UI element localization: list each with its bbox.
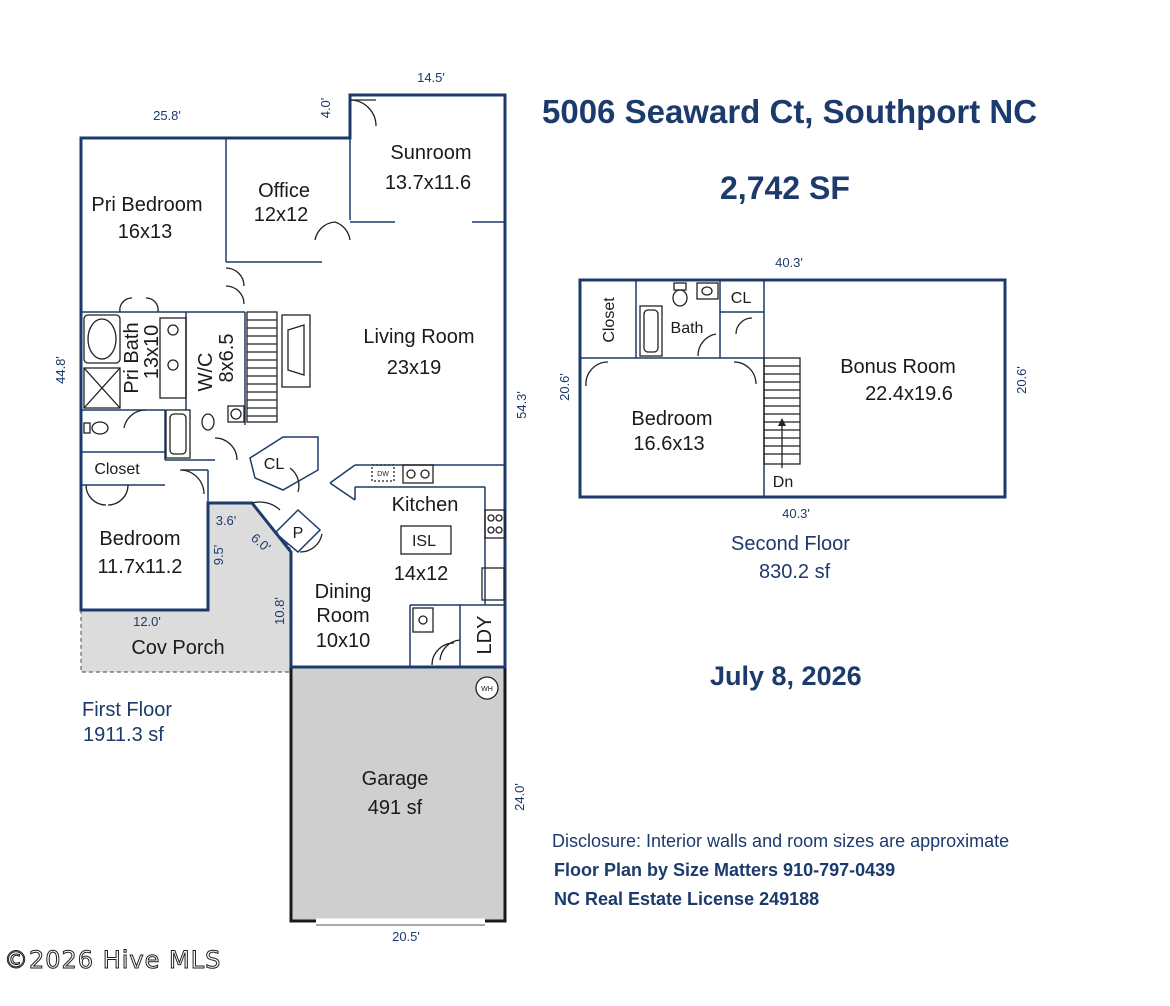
- office-size: 12x12: [254, 204, 309, 226]
- sunroom-label: Sunroom: [390, 142, 471, 164]
- stairs-first-floor: [246, 311, 278, 423]
- dim-top-right: 14.5': [417, 70, 445, 85]
- porch-area: [80, 502, 291, 673]
- kitchen-label: Kitchen: [392, 494, 459, 516]
- company-text: Floor Plan by Size Matters 910-797-0439: [554, 860, 896, 880]
- dim-garage-depth: 24.0': [512, 783, 527, 811]
- stairs-second-floor: [763, 357, 801, 468]
- second-floor-outline: [578, 278, 1007, 499]
- garage-area: [289, 665, 507, 923]
- pri-bedroom-size: 16x13: [118, 221, 173, 243]
- water-heater-icon: [475, 676, 499, 700]
- dim-porch-depth: 10.8': [272, 597, 287, 625]
- dim-upper-left: 20.6': [557, 373, 572, 401]
- pri-bath-label: Pri Bath: [121, 322, 143, 393]
- first-floor-label: First Floor: [82, 699, 172, 721]
- garage-size: 491 sf: [368, 797, 423, 819]
- sunroom-size: 13.7x11.6: [385, 172, 471, 194]
- license-text: NC Real Estate License 249188: [554, 889, 820, 909]
- dim-porch-c: 9.5': [211, 545, 226, 566]
- dim-right: 54.3': [514, 391, 529, 419]
- address-title: 5006 Seaward Ct, Southport NC: [542, 93, 1038, 130]
- dim-notch: 4.0': [318, 98, 333, 119]
- dim-left: 44.8': [53, 356, 68, 384]
- dim-upper-bottom: 40.3': [782, 506, 810, 521]
- living-room-label: Living Room: [363, 326, 474, 348]
- upstairs-bedroom-size: 16.6x13: [633, 433, 704, 455]
- bath-fixtures: [83, 314, 245, 459]
- laundry-label: LDY: [474, 616, 496, 655]
- porch-label: Cov Porch: [131, 637, 224, 659]
- first-floor-area: 1911.3 sf: [83, 724, 164, 746]
- bedroom-label: Bedroom: [99, 528, 180, 550]
- upstairs-cl-label: CL: [731, 290, 752, 307]
- second-floor-fixtures: [585, 282, 757, 387]
- second-floor-area: 830.2 sf: [759, 561, 831, 583]
- mls-watermark: ©2026 Hive MLS: [3, 946, 222, 975]
- door-swings: [85, 99, 461, 666]
- dim-upper-top: 40.3': [775, 255, 803, 270]
- upstairs-bath-label: Bath: [671, 320, 704, 337]
- upstairs-bedroom-label: Bedroom: [631, 408, 712, 430]
- first-floor-outline: [79, 93, 507, 669]
- kitchen-fixtures: [371, 464, 506, 633]
- island-label: ISL: [412, 533, 436, 550]
- bonus-room-label: Bonus Room: [840, 356, 956, 378]
- pri-bedroom-label: Pri Bedroom: [91, 194, 202, 216]
- stairs-down-label: Dn: [773, 474, 793, 491]
- dining-size: 10x10: [316, 630, 371, 652]
- fireplace: [281, 314, 311, 388]
- living-room-size: 23x19: [387, 357, 442, 379]
- dining-label: Dining: [315, 581, 372, 603]
- kitchen-size: 14x12: [394, 563, 449, 585]
- dining-label-2: Room: [316, 605, 369, 627]
- wic-size: 8x6.5: [216, 334, 238, 383]
- closet-label: Closet: [94, 461, 140, 478]
- second-floor-label: Second Floor: [731, 533, 850, 555]
- wic-label: W/C: [195, 353, 217, 392]
- bedroom-size: 11.7x11.2: [98, 556, 183, 578]
- dim-garage-width: 20.5': [392, 929, 420, 944]
- pri-bath-size: 13x10: [141, 325, 163, 380]
- dim-porch-width: 12.0': [133, 614, 161, 629]
- dim-porch-a: 3.6': [216, 513, 237, 528]
- svg-text:WH: WH: [481, 686, 493, 693]
- pantry-label: P: [293, 525, 304, 542]
- dim-top-left: 25.8': [153, 108, 181, 123]
- closet-cl-label: CL: [264, 456, 285, 473]
- dishwasher-label: DW: [377, 471, 389, 478]
- office-label: Office: [258, 180, 310, 202]
- upstairs-closet-label: Closet: [601, 297, 618, 343]
- garage-label: Garage: [362, 768, 429, 790]
- plan-date: July 8, 2026: [710, 661, 862, 691]
- dim-upper-right: 20.6': [1014, 366, 1029, 394]
- total-sf: 2,742 SF: [720, 170, 850, 206]
- bonus-room-size: 22.4x19.6: [865, 383, 953, 405]
- disclosure-text: Disclosure: Interior walls and room size…: [552, 831, 1010, 851]
